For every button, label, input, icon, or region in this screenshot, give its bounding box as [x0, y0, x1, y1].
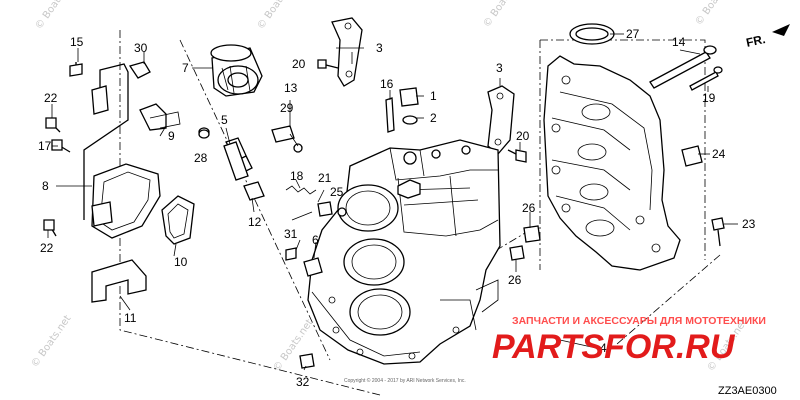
callout-label: 5: [221, 113, 228, 127]
callout-label: 25: [330, 185, 344, 199]
callout-label: 12: [248, 215, 262, 229]
callout-label: 24: [712, 147, 726, 161]
callout-label: 3: [496, 61, 503, 75]
bolt-20-right: [507, 149, 527, 163]
callout-label: 31: [284, 227, 298, 241]
callouts: 1 2 3 3 4 5 6 7 8 9 10 11 12 13 14 15 16…: [38, 27, 756, 389]
diagram-code: ZZ3AE0300: [718, 385, 777, 397]
callout-label: 9: [168, 129, 175, 143]
front-direction-indicator: FR.: [745, 24, 790, 50]
callout-label: 21: [318, 171, 332, 185]
shop-tagline: ЗАПЧАСТИ И АКСЕССУАРЫ ДЛЯ МОТОТЕХНИКИ: [512, 315, 766, 327]
bracket-11: [91, 259, 147, 303]
callout-label: 3: [376, 41, 383, 55]
callout-label: 10: [174, 255, 188, 269]
callout-label: 19: [702, 91, 716, 105]
washer-28: [198, 129, 210, 139]
sensor-wire: [69, 61, 151, 220]
callout-label: 7: [182, 61, 189, 75]
bracket-9: [139, 103, 181, 131]
callout-label: 27: [626, 27, 640, 41]
callout-label: 20: [516, 129, 530, 143]
fr-label: FR.: [745, 32, 767, 50]
copyright-footer: Copyright © 2004 - 2017 by ARI Network S…: [344, 377, 466, 384]
watermark-text: © Boats.net: [255, 0, 299, 32]
callout-label: 18: [290, 169, 304, 183]
gasket-ring: [569, 23, 615, 45]
shop-overlay: ЗАПЧАСТИ И АКСЕССУАРЫ ДЛЯ МОТОТЕХНИКИ PA…: [492, 315, 766, 366]
callout-label: 23: [742, 217, 756, 231]
sensor-12: [243, 181, 265, 201]
collar-32: [299, 353, 315, 369]
shop-logo: PARTSFOR.RU: [492, 328, 736, 366]
long-bolt: [649, 45, 717, 89]
callout-label: 2: [430, 111, 437, 125]
callout-label: 8: [42, 179, 49, 193]
bracket-right: [487, 85, 515, 155]
bolt-23: [711, 217, 725, 247]
callout-label: 15: [70, 35, 84, 49]
bolt-22-lower: [43, 219, 57, 237]
callout-label: 11: [124, 311, 137, 325]
callout-label: 1: [430, 89, 437, 103]
cap-nut: [681, 145, 703, 167]
bolt-17: [51, 139, 71, 153]
callout-label: 17: [38, 139, 52, 153]
watermark-text: © Boats.net: [29, 313, 73, 369]
callout-label: 26: [508, 273, 522, 287]
crankcase: [543, 55, 681, 271]
bolt-19: [689, 66, 723, 91]
bolt-20-upper: [317, 59, 339, 69]
nipple-5: [223, 141, 249, 181]
callout-label: 28: [194, 151, 208, 165]
dowel-pins: [509, 225, 541, 261]
bolt-22-upper: [45, 117, 61, 133]
callout-label: 13: [284, 81, 298, 95]
callout-label: 22: [44, 91, 58, 105]
callout-label: 20: [292, 57, 306, 71]
bracket-upper: [331, 17, 363, 87]
watermark-text: © Boats.net: [693, 0, 737, 28]
callout-label: 14: [672, 35, 686, 49]
callout-label: 22: [40, 241, 54, 255]
gasket-10: [161, 195, 195, 245]
small-parts-6-31: [285, 247, 323, 277]
callout-label: 26: [522, 201, 536, 215]
cover-assembly: [91, 163, 161, 239]
callout-label: 6: [312, 233, 319, 247]
fr-arrow-icon: [772, 24, 790, 36]
sensor-13: [271, 125, 303, 153]
watermark-text: © Boats.net: [33, 0, 77, 32]
leader-lines: [47, 33, 738, 371]
callout-label: 32: [296, 375, 310, 389]
thermostat-parts: [385, 87, 419, 133]
bolt-21-25: [317, 201, 347, 217]
callout-label: 16: [380, 77, 394, 91]
callout-label: 30: [134, 41, 148, 55]
callout-label: 4: [600, 341, 607, 355]
callout-label: 29: [280, 101, 294, 115]
watermark-text: © Boats.net: [481, 0, 525, 30]
oil-filter: [210, 44, 263, 97]
spring-18: [285, 185, 317, 195]
cylinder-block: [307, 139, 501, 365]
